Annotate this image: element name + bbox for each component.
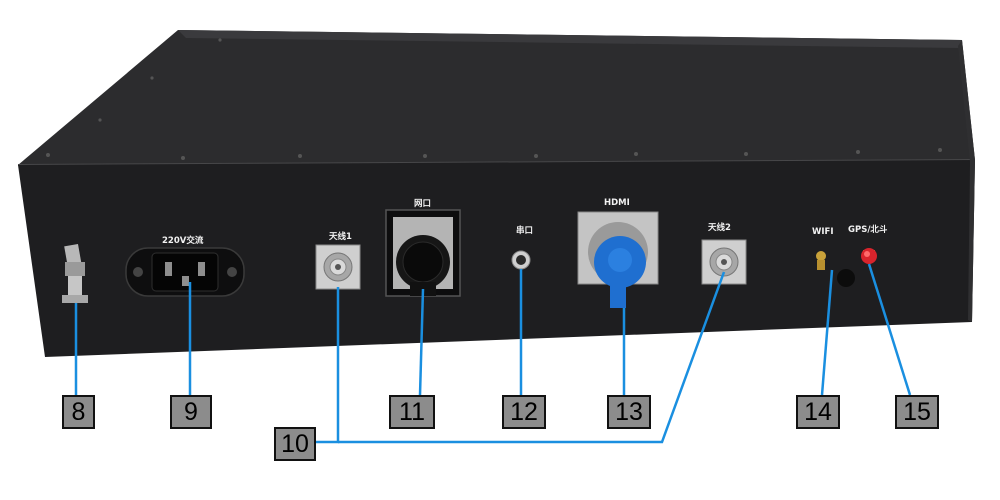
ground-terminal	[62, 243, 88, 303]
top-screws	[46, 38, 942, 160]
callout-11: 11	[389, 395, 435, 429]
wifi-connector: WIFI	[812, 227, 855, 287]
serial-label: 串口	[516, 225, 533, 236]
callout-15: 15	[895, 395, 939, 429]
wifi-label: WIFI	[812, 227, 834, 237]
power-inlet: 220V交流	[125, 235, 245, 297]
network-label: 网口	[414, 199, 431, 209]
chassis-rear-face	[18, 160, 975, 357]
callout-13: 13	[607, 395, 651, 429]
gps-connector: GPS/北斗	[848, 224, 888, 264]
callout-10: 10	[274, 427, 316, 461]
callout-9: 9	[170, 395, 212, 429]
callout-14: 14	[796, 395, 840, 429]
gps-label: GPS/北斗	[848, 224, 888, 235]
antenna2-label: 天线2	[708, 222, 731, 233]
chassis-top-highlight	[178, 30, 962, 48]
chassis-top	[18, 30, 975, 165]
network-port: 网口	[385, 199, 461, 297]
callout-12: 12	[502, 395, 546, 429]
antenna1-label: 天线1	[329, 231, 352, 242]
chassis-side-edge	[958, 40, 975, 322]
hdmi-label: HDMI	[604, 198, 630, 208]
power-label: 220V交流	[162, 235, 204, 246]
hdmi-port: HDMI	[577, 198, 659, 308]
callout-8: 8	[62, 395, 95, 429]
leader-lines	[74, 263, 912, 444]
antenna2-port: 天线2	[701, 222, 747, 285]
antenna1-port: 天线1	[315, 231, 361, 290]
